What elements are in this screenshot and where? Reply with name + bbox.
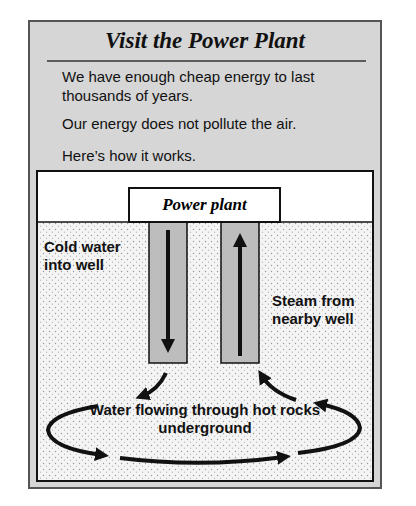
intro-text: Here’s how it works. (62, 146, 362, 165)
flow-arrow (120, 457, 284, 463)
down-flow-arrow (166, 230, 170, 346)
intro-text: Our energy does not pollute the air. (62, 114, 362, 133)
poster-title: Visit the Power Plant (29, 28, 381, 54)
flow-arrow (142, 373, 166, 396)
up-flow-arrow (238, 240, 242, 356)
power-plant-box: Power plant (128, 187, 281, 223)
poster-panel (29, 21, 381, 488)
underground-label: Water flowing through hot rocks undergro… (70, 401, 340, 437)
flow-arrow (262, 376, 296, 400)
production-well (221, 222, 259, 363)
title-rule (47, 60, 366, 62)
scene-frame (37, 171, 373, 481)
ground (38, 222, 372, 480)
injection-well (149, 222, 187, 363)
well-label: Cold water into well (44, 238, 144, 274)
well-label: Steam from nearby well (272, 292, 370, 328)
intro-text: We have enough cheap energy to last thou… (62, 67, 352, 105)
box-label: Power plant (162, 195, 247, 215)
